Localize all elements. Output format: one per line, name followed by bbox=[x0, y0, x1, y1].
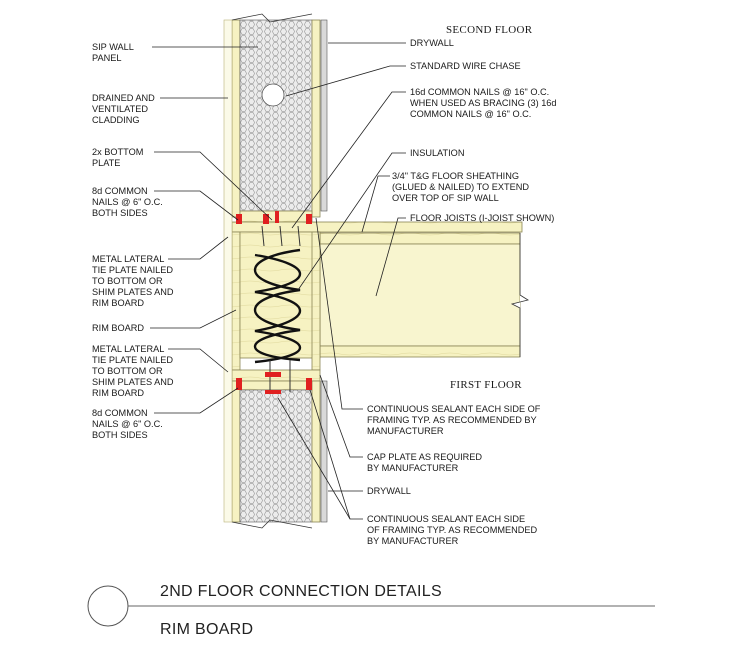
sealant-lower-label: CONTINUOUS SEALANT EACH SIDE OF FRAMING … bbox=[367, 514, 540, 546]
rim-board-leader bbox=[150, 309, 237, 329]
cladding-label: DRAINED AND VENTILATED CLADDING bbox=[92, 93, 157, 125]
sealant-upper-leader bbox=[315, 217, 363, 410]
rim-board-label: RIM BOARD bbox=[92, 323, 144, 333]
rim-board-skin bbox=[231, 231, 241, 371]
wire-chase-leader bbox=[285, 65, 406, 97]
upper-break-line bbox=[231, 13, 313, 23]
wire-chase-label: STANDARD WIRE CHASE bbox=[410, 61, 521, 71]
title-block: 2ND FLOOR CONNECTION DETAILS RIM BOARD bbox=[87, 583, 655, 638]
tie-plate-lower-leader bbox=[168, 348, 229, 373]
common-nails-leader bbox=[291, 91, 406, 229]
title-line-1: 2ND FLOOR CONNECTION DETAILS bbox=[160, 583, 442, 600]
floor-joist bbox=[319, 232, 530, 358]
upper-foam-core bbox=[239, 19, 313, 212]
drywall-upper-label: DRYWALL bbox=[410, 38, 454, 48]
lower-sip-panel bbox=[231, 380, 328, 529]
right-callouts: DRYWALL STANDARD WIRE CHASE 16d COMMON N… bbox=[277, 38, 559, 546]
wire-chase-hole bbox=[261, 83, 285, 107]
insulation-squiggle bbox=[253, 248, 302, 364]
rim-board bbox=[239, 231, 321, 359]
common-nails-label: 16d COMMON NAILS @ 16" O.C. WHEN USED AS… bbox=[410, 87, 559, 119]
insulation-leader bbox=[297, 152, 406, 291]
lower-inner-skin bbox=[311, 380, 321, 523]
bottom-plate-label: 2x BOTTOM PLATE bbox=[92, 147, 146, 168]
left-callouts: SIP WALL PANEL DRAINED AND VENTILATED CL… bbox=[92, 42, 273, 440]
nails-lower-leader bbox=[154, 387, 239, 414]
sealant-lower-leader-2 bbox=[309, 389, 351, 520]
lower-top-plate bbox=[239, 380, 313, 391]
floor-joists-label: FLOOR JOISTS (I-JOIST SHOWN) bbox=[410, 213, 554, 223]
bottom-plate-leader bbox=[154, 151, 273, 221]
upper-drywall bbox=[320, 19, 328, 212]
sealant-marks bbox=[236, 211, 312, 394]
lower-drywall bbox=[320, 380, 328, 523]
cap-plate-label: CAP PLATE AS REQUIRED BY MANUFACTURER bbox=[367, 452, 485, 473]
lower-break-line bbox=[231, 519, 313, 529]
detail-marker-circle bbox=[87, 585, 129, 627]
insulation-label: INSULATION bbox=[410, 148, 464, 158]
first-floor-label: FIRST FLOOR bbox=[450, 379, 522, 391]
rim-board-inner bbox=[311, 231, 321, 371]
floor-joists-leader bbox=[375, 217, 406, 297]
lower-foam-core bbox=[239, 389, 313, 523]
floor-sheathing bbox=[231, 221, 523, 233]
cladding bbox=[223, 19, 233, 523]
tie-plate-upper-leader bbox=[168, 236, 229, 260]
second-floor-label: SECOND FLOOR bbox=[446, 24, 533, 36]
nails-lower-label: 8d COMMON NAILS @ 6" O.C. BOTH SIDES bbox=[92, 408, 165, 440]
cap-plate-leader bbox=[319, 374, 363, 458]
upper-sip-panel bbox=[231, 13, 328, 218]
nails-upper-label: 8d COMMON NAILS @ 6" O.C. BOTH SIDES bbox=[92, 186, 165, 218]
floor-sheathing-label: 3/4" T&G FLOOR SHEATHING (GLUED & NAILED… bbox=[392, 171, 532, 203]
lower-outer-skin bbox=[231, 380, 241, 523]
floor-sheathing-leader bbox=[361, 175, 390, 233]
sip-wall-panel-label: SIP WALL PANEL bbox=[92, 42, 136, 63]
nails-upper-leader bbox=[154, 190, 239, 221]
sealant-upper-label: CONTINUOUS SEALANT EACH SIDE OF FRAMING … bbox=[367, 404, 543, 436]
joist-break-line bbox=[510, 233, 530, 357]
tie-plate-upper-label: METAL LATERAL TIE PLATE NAILED TO BOTTOM… bbox=[92, 254, 176, 308]
title-line-2: RIM BOARD bbox=[160, 621, 253, 638]
drywall-lower-label: DRYWALL bbox=[367, 486, 411, 496]
upper-outer-skin bbox=[231, 19, 241, 218]
tie-plate-lower-label: METAL LATERAL TIE PLATE NAILED TO BOTTOM… bbox=[92, 344, 176, 398]
upper-inner-skin bbox=[311, 19, 321, 218]
